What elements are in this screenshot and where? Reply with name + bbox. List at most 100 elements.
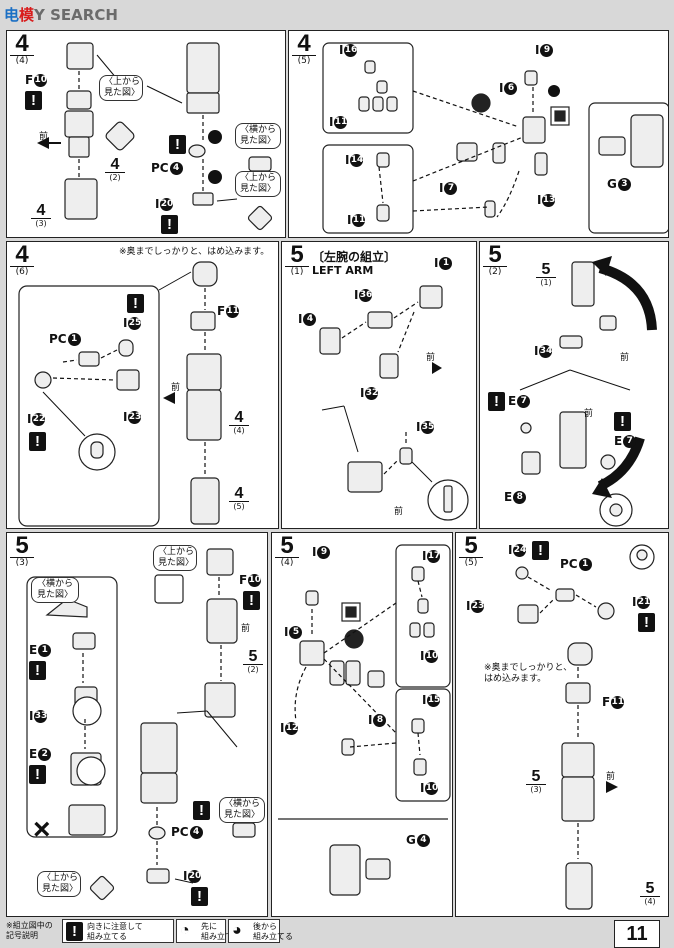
part-label: I33 — [29, 709, 48, 723]
reference-5-4: 5(4) — [640, 881, 660, 906]
caution-icon: ! — [161, 215, 178, 234]
part-label: I10 — [420, 649, 439, 663]
step-title: 〔左腕の組立〕 — [312, 250, 397, 264]
caution-icon: ! — [25, 91, 42, 110]
legend-item-caution: ! 向きに注意して 組み立てる — [62, 919, 174, 943]
part-label: I11 — [347, 213, 366, 227]
caution-icon: ! — [29, 661, 46, 680]
part-label: I13 — [537, 193, 556, 207]
step-5-3-illustration — [26, 548, 256, 901]
part-label: I25 — [123, 316, 142, 330]
front-label: 前 — [584, 409, 594, 419]
caution-icon: ! — [29, 432, 46, 451]
part-label: I20 — [155, 197, 174, 211]
reference-4-3: 4(3) — [31, 203, 51, 228]
step-label: 5(2) — [483, 243, 507, 277]
part-label: I24 — [508, 543, 527, 557]
part-label: I20 — [183, 869, 202, 883]
front-label: 前 — [606, 772, 616, 782]
panel-step-5-3: 5(3) — [6, 532, 268, 917]
side-view-note: 〈横から 見た図〉 — [31, 577, 79, 603]
top-view-note: 〈上から 見た図〉 — [99, 75, 143, 101]
caution-icon: ! — [614, 412, 631, 431]
caution-icon: ! — [169, 135, 186, 154]
step-5-5-illustration — [515, 544, 655, 910]
assemble-later-icon: ◕ — [232, 922, 242, 939]
part-label: I23 — [466, 599, 485, 613]
legend-item-assemble-later: ◕ 後から 組み立てる — [228, 919, 293, 943]
assemble-first-icon: ◔ — [180, 922, 190, 939]
step-label: 4(5) — [292, 32, 316, 66]
caution-icon: ! — [488, 392, 505, 411]
side-view-note: 〈横から 見た図〉 — [235, 123, 281, 149]
front-label: 前 — [171, 383, 181, 393]
part-label: I32 — [360, 386, 379, 400]
reference-4-5: 4(5) — [229, 486, 249, 511]
part-label: I12 — [280, 721, 299, 735]
part-label: I15 — [422, 693, 441, 707]
step-title-en: LEFT ARM — [312, 264, 374, 277]
step-label: 5(1) — [285, 243, 309, 277]
side-view-note: 〈横から 見た図〉 — [219, 797, 265, 823]
legend-label: ※組立図中の 記号説明 — [6, 921, 53, 940]
step-5-2-illustration — [519, 256, 657, 527]
part-label: I36 — [354, 288, 373, 302]
step-label: 5(4) — [275, 534, 299, 568]
front-label: 前 — [241, 624, 251, 634]
reference-4-2: 4(2) — [105, 157, 125, 182]
reference-5-2: 5(2) — [243, 649, 263, 674]
part-label: I11 — [329, 115, 348, 129]
step-label: 4(4) — [10, 32, 34, 66]
caution-icon: ! — [243, 591, 260, 610]
part-label: F10 — [25, 73, 48, 87]
part-label: I14 — [345, 153, 364, 167]
part-label: F10 — [239, 573, 262, 587]
wrong-mark: × — [33, 813, 51, 846]
press-in-note: ※奥までしっかりと、 はめ込みます。 — [484, 663, 573, 684]
caution-icon: ! — [193, 801, 210, 820]
part-label: I34 — [534, 344, 553, 358]
part-label: F11 — [217, 304, 240, 318]
part-label: I22 — [27, 412, 46, 426]
part-label: F11 — [602, 695, 625, 709]
top-view-note: 〈上から 見た図〉 — [153, 545, 197, 571]
caution-icon: ! — [191, 887, 208, 906]
watermark: 电模Y SEARCH — [4, 6, 118, 24]
part-label: I35 — [416, 420, 435, 434]
part-label: I23 — [123, 410, 142, 424]
step-label: 4(6) — [10, 243, 34, 277]
part-label: I21 — [632, 595, 651, 609]
reference-4-4: 4(4) — [229, 410, 249, 435]
step-5-4-illustration — [278, 544, 451, 896]
caution-icon: ! — [127, 294, 144, 313]
step-label: 5(3) — [10, 534, 34, 568]
front-label: 前 — [394, 507, 404, 517]
press-in-note: ※奥までしっかりと、はめ込みます。 — [119, 247, 270, 257]
step-4-6-illustration — [18, 261, 222, 527]
part-label: I10 — [420, 781, 439, 795]
caution-icon: ! — [66, 922, 83, 941]
legend-item-assemble-first: ◔ 先に 組み立てる — [176, 919, 241, 943]
reference-5-1: 5(1) — [536, 262, 556, 287]
step-5-1-illustration — [319, 285, 469, 521]
